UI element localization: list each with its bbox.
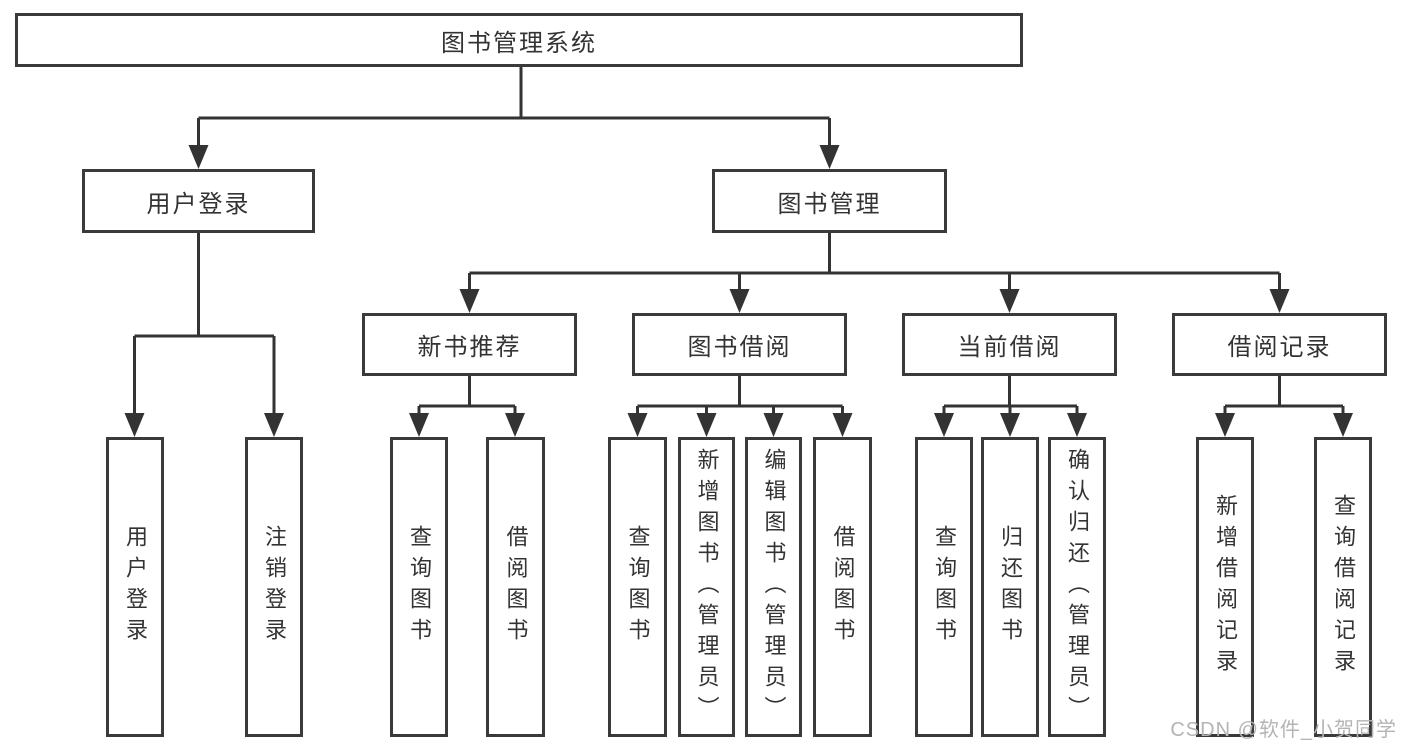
- node-label: 借阅图书: [830, 525, 856, 649]
- node-leaf-return-books: 归还图书: [981, 437, 1039, 737]
- node-label: 新增图书（管理员）: [694, 447, 720, 727]
- node-label: 借阅图书: [503, 525, 529, 649]
- node-leaf-add-books-admin: 新增图书（管理员）: [678, 437, 735, 737]
- node-label: 查询借阅记录: [1331, 494, 1356, 680]
- node-label: 图书管理: [777, 190, 882, 218]
- node-label: 归还图书: [998, 525, 1023, 649]
- node-label: 当前借阅: [957, 334, 1062, 361]
- node-leaf-user-login: 用户登录: [106, 437, 164, 737]
- node-label: 图书管理系统: [441, 29, 597, 57]
- csdn-watermark: CSDN @软件_小贺同学: [1170, 719, 1397, 741]
- node-leaf-edit-books-admin: 编辑图书（管理员）: [745, 437, 802, 737]
- node-leaf-query-borrow-record: 查询借阅记录: [1314, 437, 1372, 737]
- node-leaf-query-books-current: 查询图书: [915, 437, 973, 737]
- node-leaf-borrow-books: 借阅图书: [813, 437, 872, 737]
- node-label: 编辑图书（管理员）: [761, 447, 787, 727]
- node-library-management-system: 图书管理系统: [15, 13, 1023, 67]
- node-new-book-recommendation: 新书推荐: [362, 313, 577, 376]
- node-label: 注销登录: [262, 525, 287, 649]
- node-leaf-confirm-return-admin: 确认归还（管理员）: [1048, 437, 1106, 737]
- node-label: 新增借阅记录: [1213, 494, 1238, 680]
- node-label: 借阅记录: [1227, 334, 1332, 361]
- node-label: 新书推荐: [417, 334, 522, 361]
- node-label: 确认归还（管理员）: [1065, 447, 1090, 727]
- node-book-borrowing: 图书借阅: [632, 313, 847, 376]
- node-leaf-query-books-recommend: 查询图书: [390, 437, 448, 737]
- node-label: 图书借阅: [687, 334, 792, 361]
- node-label: 查询图书: [932, 525, 957, 649]
- node-borrowing-records: 借阅记录: [1172, 313, 1387, 376]
- node-book-management-module: 图书管理: [712, 169, 947, 233]
- node-label: 用户登录: [146, 190, 251, 218]
- node-current-borrowing: 当前借阅: [902, 313, 1117, 376]
- node-label: 用户登录: [123, 525, 148, 649]
- node-leaf-query-books-borrowing: 查询图书: [608, 437, 667, 737]
- node-leaf-add-borrow-record: 新增借阅记录: [1196, 437, 1254, 737]
- node-label: 查询图书: [625, 525, 651, 649]
- node-leaf-logout: 注销登录: [245, 437, 303, 737]
- node-leaf-borrow-books-recommend: 借阅图书: [486, 437, 545, 737]
- node-label: 查询图书: [407, 525, 432, 649]
- node-user-login-module: 用户登录: [82, 169, 315, 233]
